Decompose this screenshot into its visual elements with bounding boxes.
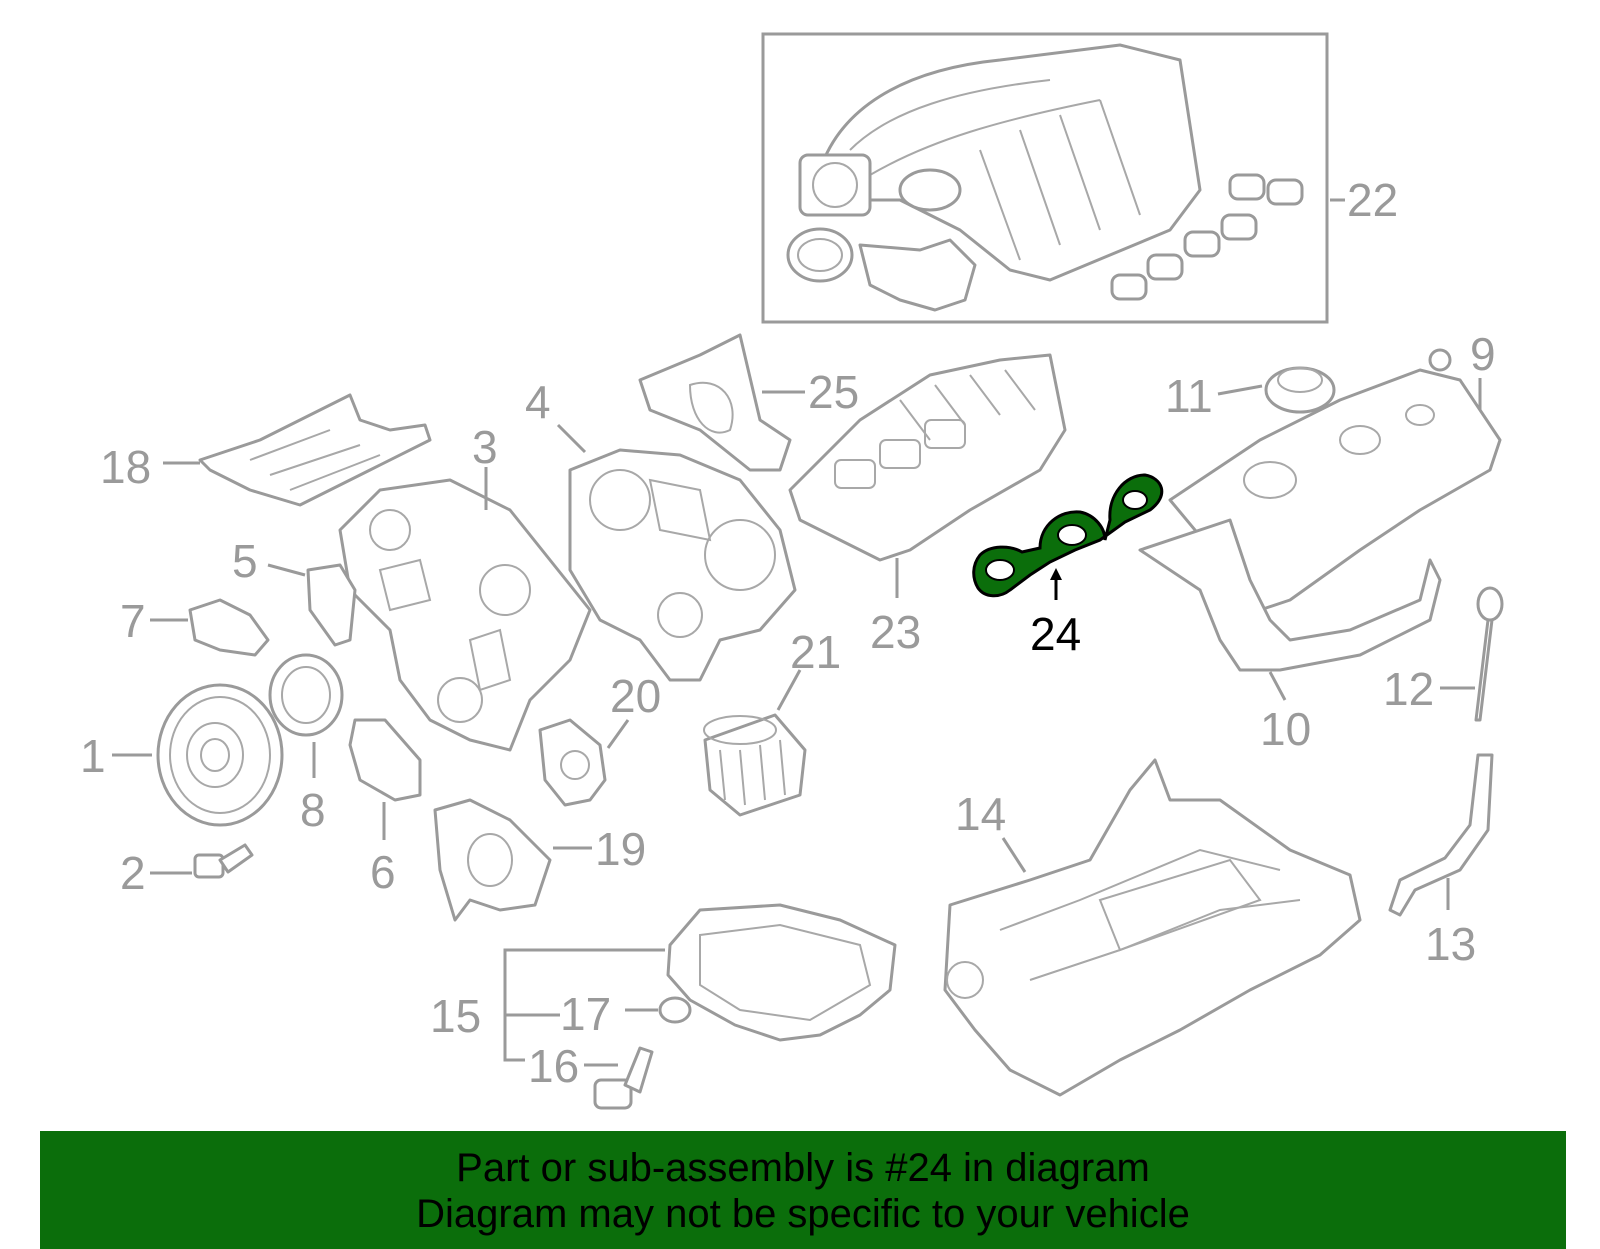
callout-20[interactable]: 20 [610,670,661,722]
leader-14 [1001,837,1027,873]
part-22-intake-manifold[interactable] [786,43,1304,312]
part-2-bolt[interactable] [193,843,254,879]
callout-21[interactable]: 21 [790,626,841,678]
leader-21 [776,669,802,711]
part-21-oil-filter[interactable] [703,713,807,817]
callout-8[interactable]: 8 [300,784,326,836]
leader-4 [556,423,587,454]
leader-15 [503,948,665,1062]
callout-23[interactable]: 23 [870,606,921,658]
leader-10 [1268,671,1287,701]
part-1-crank-pulley[interactable] [156,683,284,827]
part-10-valve-cover-gasket[interactable] [1138,518,1442,672]
callout-5[interactable]: 5 [232,535,258,587]
part-12-dipstick[interactable] [1474,586,1504,722]
part-15-oil-pan-lower[interactable] [666,903,897,1042]
leader-5 [267,563,306,577]
part-3-timing-cover[interactable] [338,478,592,752]
part-20-oil-cooler[interactable] [538,718,607,807]
callout-7[interactable]: 7 [120,595,146,647]
part-7-cover[interactable] [188,598,270,657]
part-11-oil-cap[interactable] [1264,366,1336,414]
part-18-plate[interactable] [198,393,432,507]
callout-19[interactable]: 19 [595,823,646,875]
part-16-drain-plug[interactable] [593,1046,654,1110]
callout-4[interactable]: 4 [525,376,551,428]
callout-22[interactable]: 22 [1347,174,1398,226]
leader-20 [606,719,630,749]
callout-9[interactable]: 9 [1470,328,1496,380]
part-6-gasket[interactable] [348,718,422,802]
callout-13[interactable]: 13 [1425,918,1476,970]
part-25-bracket[interactable] [638,333,792,472]
callout-14[interactable]: 14 [955,788,1006,840]
callout-6[interactable]: 6 [370,846,396,898]
callout-10[interactable]: 10 [1260,703,1311,755]
callout-16[interactable]: 16 [528,1040,579,1092]
callout-24[interactable]: 24 [1030,608,1081,660]
callout-1[interactable]: 1 [80,730,106,782]
part-13-dipstick-tube[interactable] [1388,753,1494,917]
part-24-gasket-highlighted[interactable] [972,473,1164,598]
part-23-intake-collector[interactable] [788,353,1067,562]
part-8-front-seal[interactable] [268,653,344,737]
part-17-washer[interactable] [658,996,692,1024]
banner-line-disclaimer: Diagram may not be specific to your vehi… [416,1192,1190,1236]
callout-2[interactable]: 2 [120,847,146,899]
callout-15[interactable]: 15 [430,990,481,1042]
banner-line-part: Part or sub-assembly is #24 in diagram [456,1146,1150,1190]
callout-12[interactable]: 12 [1383,663,1434,715]
part-4-front-cover[interactable] [568,448,797,682]
arrow-24 [1050,568,1062,580]
callout-17[interactable]: 17 [560,988,611,1040]
callout-3[interactable]: 3 [472,421,498,473]
callout-25[interactable]: 25 [808,366,859,418]
leader-11 [1217,384,1263,396]
part-5-gasket[interactable] [306,563,357,647]
callout-11[interactable]: 11 [1165,370,1213,422]
part-19-oil-pump[interactable] [433,798,552,922]
info-banner: Part or sub-assembly is #24 in diagram D… [40,1131,1566,1249]
callout-18[interactable]: 18 [100,441,151,493]
part-14-oil-pan-upper[interactable] [943,758,1362,1097]
